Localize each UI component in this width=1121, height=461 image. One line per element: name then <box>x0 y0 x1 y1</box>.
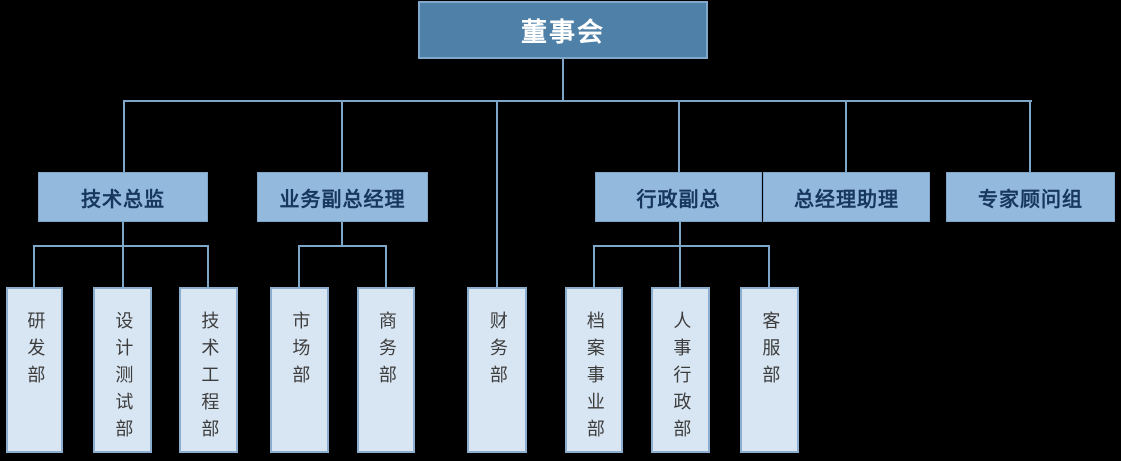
connector-drop-business-vp <box>341 100 343 172</box>
connector-drop-rnd-dept <box>33 245 35 287</box>
org-node-business-vp[interactable]: 业务副总经理 <box>257 172 428 222</box>
org-node-design-test-dept[interactable]: 设计测试部 <box>93 287 152 453</box>
org-node-gm-assistant-label: 总经理助理 <box>794 188 899 211</box>
org-node-customer-svc-dept-label: 客服部 <box>760 311 781 392</box>
org-node-commerce-dept-label: 商务部 <box>376 311 397 392</box>
org-node-marketing-dept[interactable]: 市场部 <box>270 287 329 453</box>
org-node-archives-dept[interactable]: 档案事业部 <box>565 287 623 453</box>
connector-drop-archives-dept <box>593 245 595 287</box>
org-node-admin-vp[interactable]: 行政副总 <box>595 172 762 222</box>
org-node-tech-eng-dept-label: 技术工程部 <box>199 311 220 446</box>
connector-business-bus <box>298 245 387 247</box>
org-node-tech-eng-dept[interactable]: 技术工程部 <box>179 287 238 453</box>
org-node-tech-director-label: 技术总监 <box>81 188 165 211</box>
connector-tech-bus <box>33 245 209 247</box>
connector-drop-customer-svc-dept <box>768 245 770 287</box>
connector-drop-marketing-dept <box>298 245 300 287</box>
org-node-board-label: 董事会 <box>520 16 605 47</box>
connector-drop-gm-assistant <box>845 100 847 172</box>
org-node-finance-dept-label: 财务部 <box>487 311 508 392</box>
connector-main-bus <box>124 100 1032 102</box>
connector-drop-tech-director <box>123 100 125 172</box>
org-node-tech-director[interactable]: 技术总监 <box>38 172 208 222</box>
org-node-customer-svc-dept[interactable]: 客服部 <box>740 287 799 453</box>
org-node-gm-assistant[interactable]: 总经理助理 <box>763 172 930 222</box>
connector-root-stem <box>562 59 564 102</box>
org-node-rnd-dept-label: 研发部 <box>25 311 46 392</box>
connector-drop-tech-eng-dept <box>207 245 209 287</box>
org-node-expert-advisors[interactable]: 专家顾问组 <box>946 172 1115 222</box>
connector-admin-bus <box>593 245 769 247</box>
org-node-board[interactable]: 董事会 <box>418 1 708 59</box>
org-node-business-vp-label: 业务副总经理 <box>279 188 406 211</box>
connector-admin-stem <box>679 222 681 287</box>
connector-drop-finance-dept <box>496 100 498 287</box>
org-node-admin-vp-label: 行政副总 <box>636 188 721 211</box>
org-node-rnd-dept[interactable]: 研发部 <box>6 287 63 453</box>
org-node-hr-admin-dept[interactable]: 人事行政部 <box>651 287 710 453</box>
connector-drop-expert-advisors <box>1029 100 1031 172</box>
connector-drop-admin-vp <box>678 100 680 172</box>
org-node-expert-advisors-label: 专家顾问组 <box>978 188 1083 211</box>
org-node-design-test-dept-label: 设计测试部 <box>113 311 134 446</box>
connector-business-stem <box>341 222 343 247</box>
connector-drop-commerce-dept <box>385 245 387 287</box>
org-node-marketing-dept-label: 市场部 <box>290 311 311 392</box>
org-node-commerce-dept[interactable]: 商务部 <box>357 287 415 453</box>
org-node-archives-dept-label: 档案事业部 <box>584 311 605 446</box>
org-node-hr-admin-dept-label: 人事行政部 <box>671 311 692 446</box>
org-node-finance-dept[interactable]: 财务部 <box>467 287 527 453</box>
connector-tech-stem <box>122 222 124 287</box>
